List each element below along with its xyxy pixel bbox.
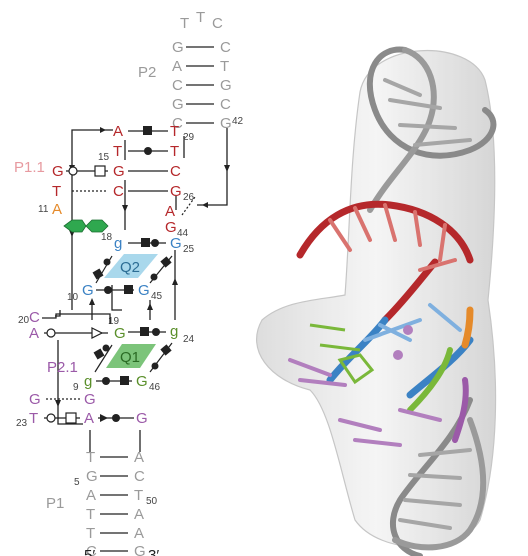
nt-g18: g (114, 235, 122, 252)
molecular-structure-render (257, 50, 496, 556)
p1-left-2: G (86, 468, 98, 485)
nt-g25: G (170, 235, 182, 252)
circle-symbol (144, 147, 152, 155)
nt-g-p21: G (29, 391, 41, 408)
upper-core: A T 29 T T G G C 15 T C G 26 A 11 A G 44 (38, 123, 195, 239)
idx-15: 15 (98, 152, 110, 163)
p2-stem: T T C G C A T C G G C C G 42 (172, 9, 244, 132)
idx-26: 26 (183, 192, 195, 203)
p1-left-5: T (86, 525, 95, 542)
nt-g-left: G (52, 163, 64, 180)
p2-left-4: G (172, 96, 184, 113)
metal-ion-2 (393, 350, 403, 360)
p2-right-1: C (220, 39, 231, 56)
p1-right-4: A (134, 506, 144, 523)
idx-42: 42 (232, 116, 244, 127)
p21-region: 20 C A P2.1 G G 23 T A G (16, 309, 148, 429)
p2-right-2: T (220, 58, 229, 75)
nt-g44: G (165, 219, 177, 236)
idx-50: 50 (146, 496, 158, 507)
idx-5: 5 (74, 477, 80, 488)
q1-label: Q1 (120, 349, 140, 366)
p1-right-5: A (134, 525, 144, 542)
nt-g24: g (170, 323, 178, 340)
p2-right-5: G (220, 115, 232, 132)
nt-g19: G (114, 325, 126, 342)
idx-20: 20 (18, 315, 30, 326)
p1-stem: T A G C A T T A T A C G 5 50 (74, 449, 158, 556)
p1-right-6: G (134, 543, 146, 556)
idx-46: 46 (149, 382, 161, 393)
nt-t29: T (170, 123, 179, 140)
nt-a-top: A (113, 123, 123, 140)
idx-24: 24 (183, 334, 195, 345)
p1-left-1: T (86, 449, 95, 466)
p2-right-4: C (220, 96, 231, 113)
open-square-symbol (95, 166, 105, 176)
nt-c20: C (29, 309, 40, 326)
nt-t23: T (29, 410, 38, 427)
idx-18: 18 (101, 232, 113, 243)
square-symbol (143, 126, 152, 135)
nt-t-p11: T (52, 183, 61, 200)
open-circle-symbol (69, 167, 77, 175)
p1-right-3: T (134, 487, 143, 504)
metal-ion-1 (403, 325, 413, 335)
nt-a-bot: A (84, 410, 94, 427)
nt-t-left: T (113, 143, 122, 160)
nt-g26: G (170, 183, 182, 200)
nt-g45: G (138, 282, 150, 299)
p2-loop-t2: T (196, 9, 205, 26)
nt-a-p21: A (29, 325, 39, 342)
nt-a11: A (52, 201, 62, 218)
p2-right-3: G (220, 77, 232, 94)
idx-45: 45 (151, 291, 163, 302)
three-prime-label: 3′ (148, 547, 159, 556)
ligand-icon (64, 220, 108, 232)
p2-label: P2 (138, 64, 156, 81)
idx-10: 10 (67, 292, 79, 303)
p1-left-4: T (86, 506, 95, 523)
nt-g46: G (136, 373, 148, 390)
idx-23: 23 (16, 418, 28, 429)
surface-envelope (257, 51, 496, 547)
nt-a-mid: A (165, 203, 175, 220)
idx-11: 11 (38, 204, 49, 215)
nt-t-right: T (170, 143, 179, 160)
p1-bonds (100, 457, 128, 551)
p2-left-2: A (172, 58, 182, 75)
p2-bonds (186, 47, 214, 123)
nt-g-p21-pair: G (84, 391, 96, 408)
p21-label: P2.1 (47, 359, 78, 376)
nt-g-bot: G (136, 410, 148, 427)
p1-label: P1 (46, 495, 64, 512)
p1-left-3: A (86, 487, 96, 504)
nt-c-mid: C (113, 183, 124, 200)
p1-right-2: C (134, 468, 145, 485)
p11-label: P1.1 (14, 159, 45, 176)
nt-g10: G (82, 282, 94, 299)
idx-29: 29 (183, 132, 195, 143)
p1-right-1: A (134, 449, 144, 466)
p2-left-1: G (172, 39, 184, 56)
p2-left-3: C (172, 77, 183, 94)
nt-g-mid: G (113, 163, 125, 180)
secondary-structure-diagram: T T C G C A T C G G C C G 42 P2 (14, 9, 244, 556)
idx-9: 9 (73, 382, 79, 393)
five-prime-label: 5′ (84, 547, 95, 556)
nt-g9: g (84, 373, 92, 390)
q1-tetrad: Q1 G 19 g 24 g 9 G 46 (73, 316, 195, 393)
nt-c-right: C (170, 163, 181, 180)
idx-25: 25 (183, 244, 195, 255)
p2-loop-c: C (212, 15, 223, 32)
q2-label: Q2 (120, 259, 140, 276)
p2-loop-t1: T (180, 15, 189, 32)
